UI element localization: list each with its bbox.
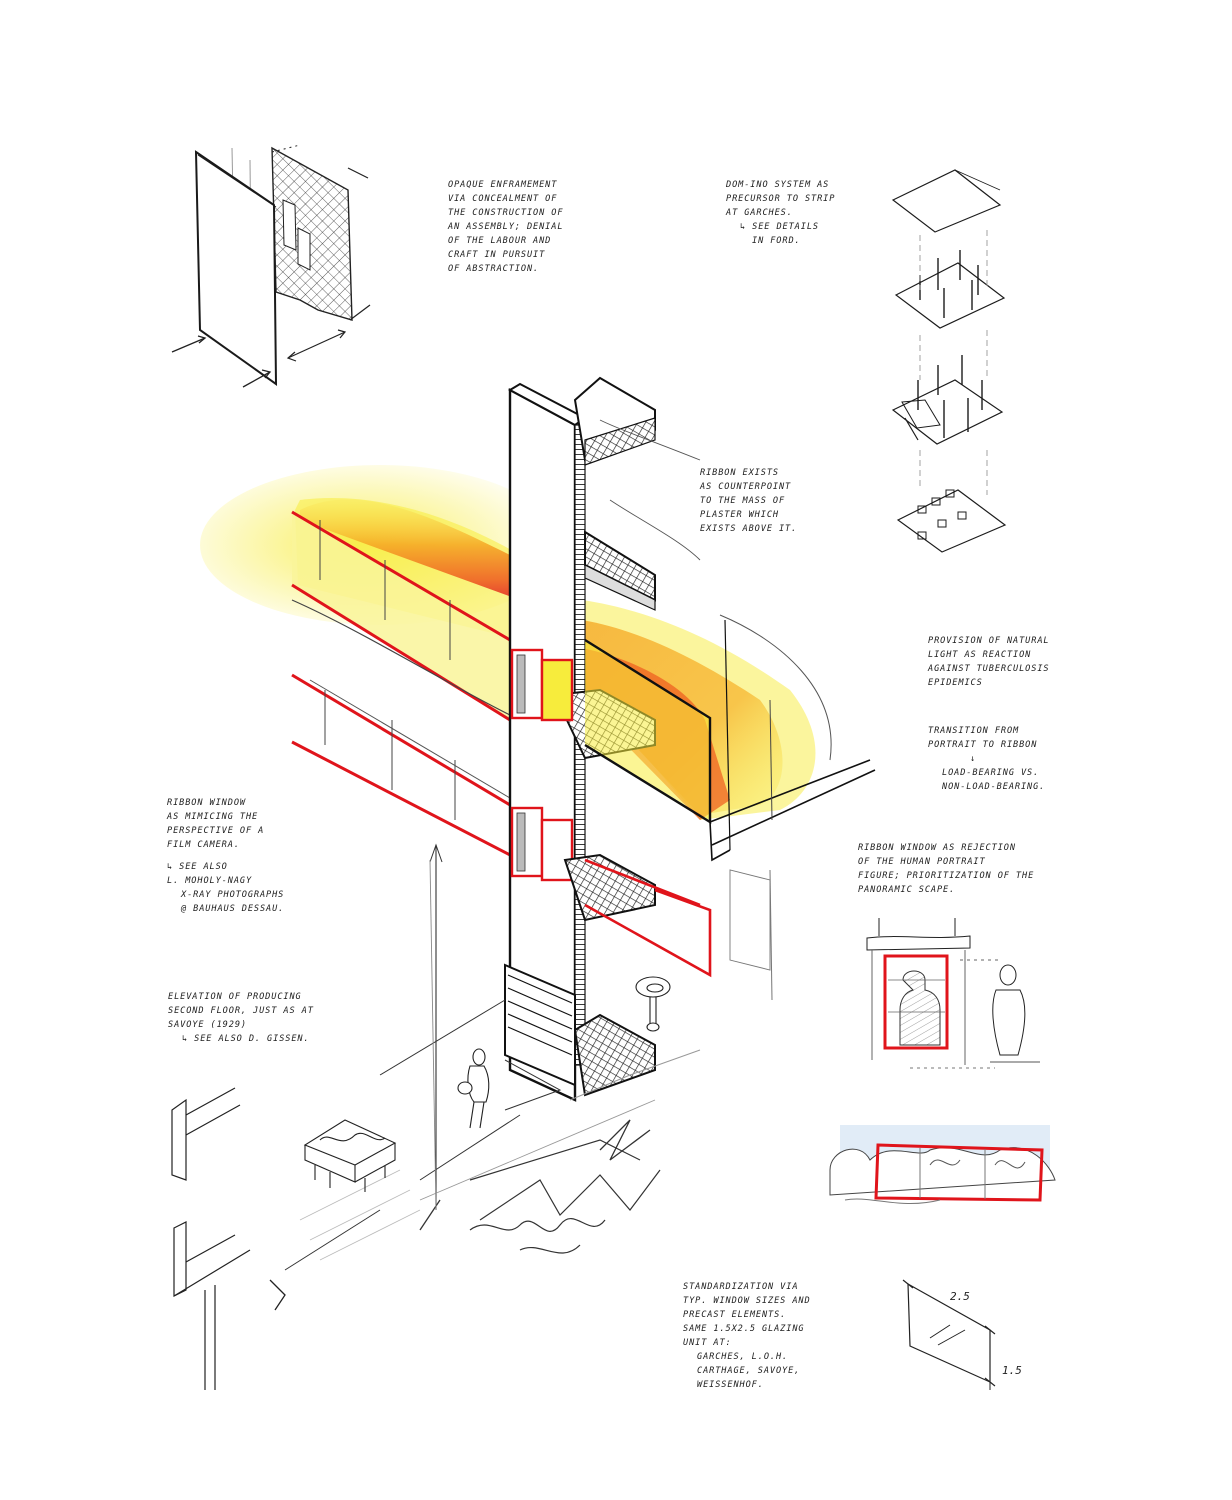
arrow-icon: ↳ xyxy=(167,862,180,872)
note-line: see details xyxy=(752,222,819,232)
pilotis-model-sketch xyxy=(303,1119,397,1192)
note-line: figure; prioritization of the xyxy=(858,871,1035,881)
lower-ribbon-window xyxy=(291,673,511,857)
note-line: unit at: xyxy=(683,1338,732,1348)
upper-ribbon-window xyxy=(291,510,511,722)
note-line: see also D. Gissen. xyxy=(194,1034,310,1044)
note-line: X-ray photographs xyxy=(181,890,285,900)
note-line: Ribbon window as rejection xyxy=(858,843,1016,853)
pencil-guides xyxy=(429,419,701,1211)
enframement-panel-sketch xyxy=(171,144,371,388)
note-line: of the labour and xyxy=(448,236,552,246)
l-wall-elevation xyxy=(171,1087,286,1390)
note-line: Load-bearing vs. xyxy=(942,768,1040,778)
note-line: Weissenhof. xyxy=(697,1380,764,1390)
note-line: perspective of a xyxy=(167,826,265,836)
note-line: against tuberculosis xyxy=(928,664,1050,674)
note-line: @ Bauhaus Dessau. xyxy=(181,904,285,914)
note-elevation: Elevation of producing second floor, jus… xyxy=(168,990,314,1046)
note-opaque-enframement: Opaque enframement via concealment of th… xyxy=(448,178,563,276)
note-line: of the human portrait xyxy=(858,857,986,867)
see-also-line: ↳ see also D. Gissen. xyxy=(168,1032,314,1046)
note-line: as mimicing the xyxy=(167,812,259,822)
note-line: typ. window sizes and xyxy=(683,1296,811,1306)
note-transition: Transition from portrait to ribbon ↓ Loa… xyxy=(928,724,1045,794)
note-line: via concealment of xyxy=(448,194,558,204)
note-line: Ribbon exists xyxy=(700,468,779,478)
see-also-line: ↳ see also xyxy=(167,860,284,874)
note-line: panoramic scape. xyxy=(858,885,956,895)
note-line: of abstraction. xyxy=(448,264,540,274)
note-ribbon-exists: Ribbon exists as counterpoint to the mas… xyxy=(700,466,797,536)
note-line: exists above it. xyxy=(700,524,798,534)
lower-red-ribbon xyxy=(584,858,712,978)
note-line: film camera. xyxy=(167,840,240,850)
note-line: precast elements. xyxy=(683,1310,787,1320)
pedestrian-figure xyxy=(457,1048,490,1129)
note-human-portrait: Ribbon window as rejection of the human … xyxy=(858,841,1034,897)
note-natural-light: Provision of natural light as reaction a… xyxy=(928,634,1049,690)
ground-context xyxy=(284,843,773,1271)
note-line: Savoye (1929) xyxy=(168,1020,247,1030)
pedestal-sink xyxy=(635,976,671,1032)
note-line: Carthage, Savoye, xyxy=(697,1366,801,1376)
note-line: in Ford. xyxy=(752,236,801,246)
note-line: craft in pursuit xyxy=(448,250,546,260)
note-line: Standardization via xyxy=(683,1282,799,1292)
note-line: at Garches. xyxy=(726,208,793,218)
note-line: Dom-ino system as xyxy=(726,180,830,190)
note-line: second floor, just as at xyxy=(168,1006,314,1016)
note-line: Same 1.5x2.5 glazing xyxy=(683,1324,805,1334)
portrait-window-sketch xyxy=(866,918,1040,1069)
note-line: Provision of natural xyxy=(928,636,1050,646)
note-line: Elevation of producing xyxy=(168,992,302,1002)
down-arrow-icon: ↓ xyxy=(970,754,977,764)
glazing-width-label: 2.5 xyxy=(950,1290,970,1303)
note-standardization: Standardization via typ. window sizes an… xyxy=(683,1280,811,1392)
arrow-icon: ↳ xyxy=(182,1034,195,1044)
note-line: L. Moholy-Nagy xyxy=(167,876,253,886)
note-line: precursor to strip xyxy=(726,194,836,204)
note-line: see also xyxy=(179,862,228,872)
panoramic-ribbon-sketch xyxy=(829,1125,1056,1205)
note-line: Ribbon window xyxy=(167,798,246,808)
note-film-camera: Ribbon window as mimicing the perspectiv… xyxy=(167,796,284,916)
note-line: Opaque enframement xyxy=(448,180,558,190)
note-line: light as reaction xyxy=(928,650,1032,660)
note-line: as counterpoint xyxy=(700,482,792,492)
note-line: the construction of xyxy=(448,208,564,218)
note-line: Garches, L.O.H. xyxy=(697,1352,789,1362)
note-line: epidemics xyxy=(928,678,983,688)
glazing-height-label: 1.5 xyxy=(1002,1364,1022,1377)
note-line: an assembly; denial xyxy=(448,222,564,232)
note-line: to the mass of xyxy=(700,496,786,506)
central-wall-section xyxy=(504,376,656,1102)
dom-ino-stack-sketch xyxy=(891,169,1007,553)
note-line: Transition from xyxy=(928,726,1020,736)
note-dom-ino: Dom-ino system as precursor to strip at … xyxy=(726,178,835,248)
glazing-unit-sketch xyxy=(902,1279,996,1390)
note-line: plaster which xyxy=(700,510,779,520)
right-ribbon-box xyxy=(584,614,876,862)
note-line: portrait to ribbon xyxy=(928,740,1038,750)
arrow-icon: ↳ xyxy=(740,222,753,232)
note-line: non-load-bearing. xyxy=(942,782,1046,792)
see-also-line: ↳ see details xyxy=(726,220,835,234)
